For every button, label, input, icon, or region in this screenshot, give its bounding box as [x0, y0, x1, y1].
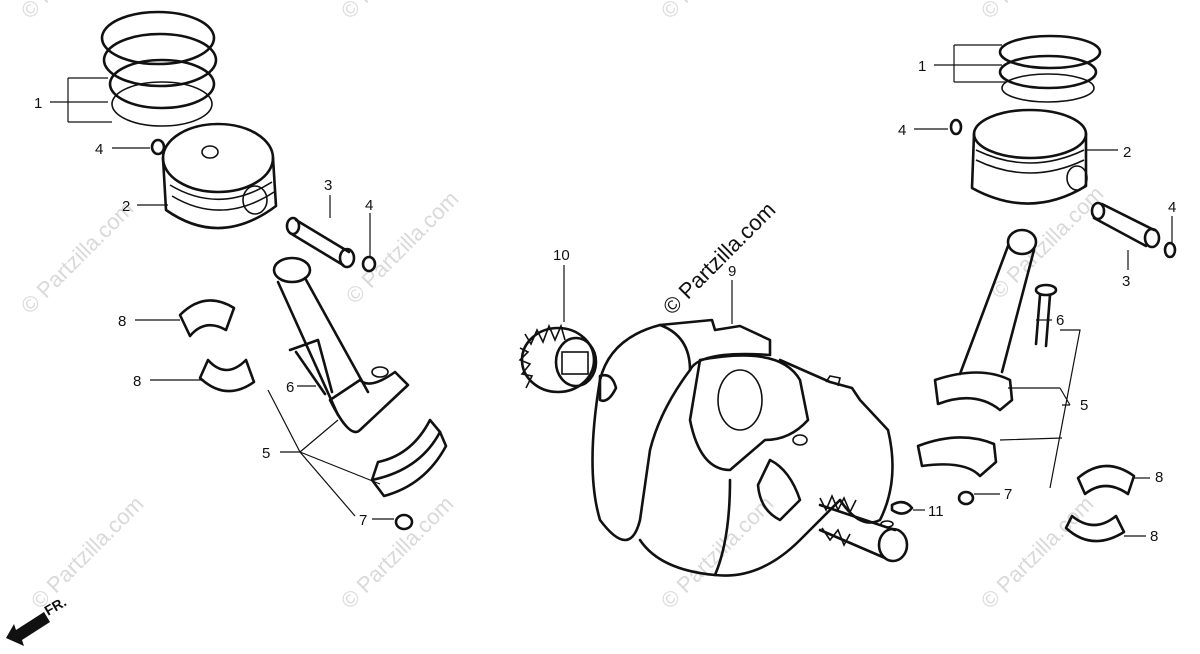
- piston-left: [161, 122, 278, 230]
- rod-bearing-right-upper: [1076, 464, 1136, 496]
- piston-pin-left: [285, 216, 356, 269]
- callout-connecting-rod-right: 5: [1080, 397, 1088, 414]
- callout-bearing-lower-left: 8: [133, 373, 141, 390]
- callout-pin-clip-left: 4: [365, 197, 373, 214]
- rod-bearing-left-lower: [198, 358, 256, 393]
- callout-bearing-upper-left: 8: [118, 313, 126, 330]
- callout-pin-clip-right: 4: [1168, 199, 1176, 216]
- callout-piston-left: 2: [122, 198, 130, 215]
- watermark: © Partzilla.com: [336, 0, 459, 24]
- rod-nut-left: [394, 513, 414, 531]
- connecting-rod-cap-left: [370, 418, 448, 498]
- piston-pin-right: [1090, 201, 1161, 249]
- callout-piston-ring-set-right: 1: [918, 58, 926, 75]
- callout-bearing-upper-right: 8: [1155, 469, 1163, 486]
- watermark: © Partzilla.com: [26, 491, 149, 614]
- callout-connecting-rod-left: 5: [262, 445, 270, 462]
- watermark: © Partzilla.com: [336, 491, 459, 614]
- watermark: © Partzilla.com: [341, 186, 464, 309]
- callout-crank-gear-bearing: 10: [553, 247, 570, 264]
- rod-bearing-right-lower: [1064, 514, 1126, 543]
- rod-bolt-right: [1034, 283, 1058, 348]
- leader-lines-center: [563, 265, 925, 511]
- watermark: © Partzilla.com: [976, 491, 1099, 614]
- piston-right: [970, 108, 1088, 205]
- watermark-center: © Partzilla.com: [658, 197, 781, 320]
- watermark: © Partzilla.com: [656, 0, 779, 24]
- callout-piston-pin-clip-right: 4: [898, 122, 906, 139]
- front-arrow-icon: [6, 612, 50, 646]
- callout-piston-ring-set-left: 1: [34, 95, 42, 112]
- piston-pin-clip-right-b: [1163, 241, 1177, 259]
- piston-rings-right: [998, 34, 1102, 103]
- callout-bearing-lower-right: 8: [1150, 528, 1158, 545]
- rod-bearing-left-upper: [178, 299, 236, 338]
- watermark: © Partzilla.com: [976, 0, 1099, 24]
- watermark: © Partzilla.com: [656, 491, 779, 614]
- callout-piston-pin-right: 3: [1122, 273, 1130, 290]
- callout-rod-bolt-right: 6: [1056, 312, 1064, 329]
- callout-woodruff-key: 11: [928, 503, 944, 520]
- rod-bolt-left: [288, 338, 334, 396]
- woodruff-key: [890, 500, 914, 515]
- crankshaft: [591, 318, 909, 577]
- piston-pin-clip-right-a: [949, 118, 963, 136]
- watermark-layer: © Partzilla.com © Partzilla.com © Partzi…: [16, 0, 1109, 614]
- connecting-rod-left: [272, 256, 410, 434]
- callout-rod-nut-left: 7: [359, 512, 367, 529]
- connecting-rod-cap-right: [916, 436, 998, 478]
- crank-gear-bearing: [518, 323, 598, 394]
- leader-lines-left: [50, 77, 394, 520]
- rod-nut-right: [957, 490, 975, 506]
- callout-crankshaft: 9: [728, 263, 736, 280]
- piston-pin-clip-left-b: [361, 255, 377, 273]
- piston-pin-clip-left-a: [150, 138, 166, 156]
- callout-piston-right: 2: [1123, 144, 1131, 161]
- callout-rod-nut-right: 7: [1004, 486, 1012, 503]
- leader-lines-right: [914, 44, 1173, 537]
- connecting-rod-right: [933, 228, 1038, 412]
- callout-piston-pin-left: 3: [324, 177, 332, 194]
- callout-rod-bolt-left: 6: [286, 379, 294, 396]
- callout-piston-pin-clip-left: 4: [95, 141, 103, 158]
- watermark: © Partzilla.com: [16, 196, 139, 319]
- piston-rings-left: [100, 10, 218, 127]
